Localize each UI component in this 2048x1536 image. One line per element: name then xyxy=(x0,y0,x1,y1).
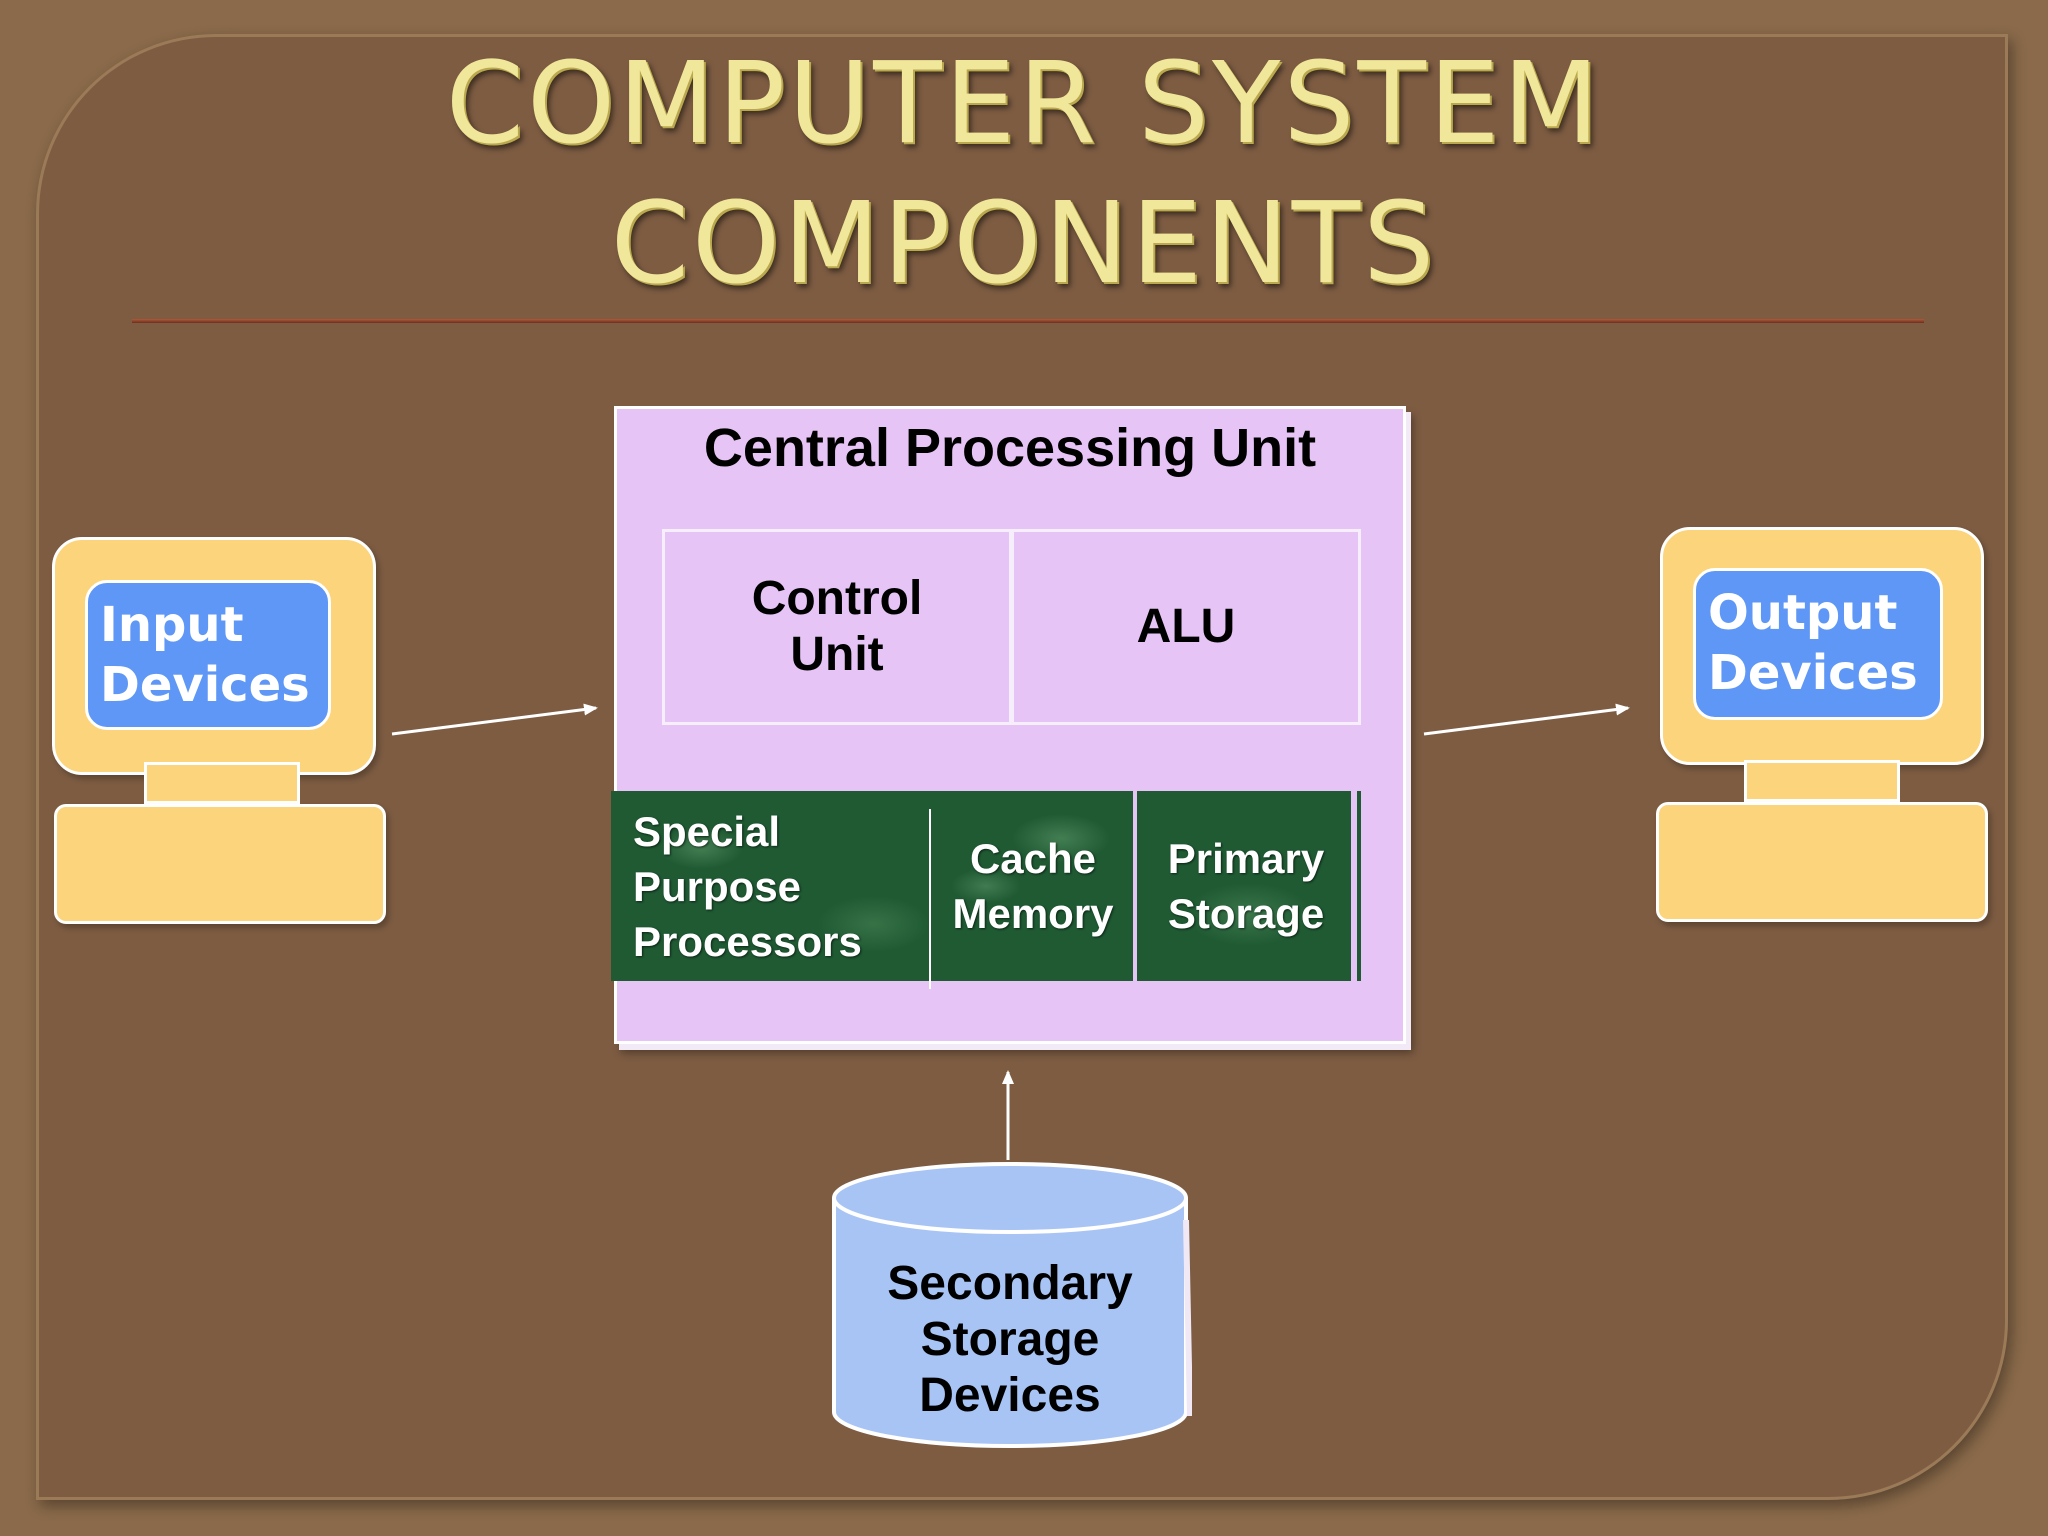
output-computer-stand xyxy=(1744,760,1900,802)
input-devices-label-1: Input xyxy=(100,597,244,653)
secondary-storage-label: Secondary Storage Devices xyxy=(828,1256,1192,1424)
output-devices-label-1: Output xyxy=(1708,585,1898,641)
alu-cell: ALU xyxy=(1011,529,1361,725)
cache-label-1: Cache xyxy=(969,835,1097,882)
cell-divider xyxy=(929,809,931,989)
input-computer-screen: Input Devices xyxy=(85,580,331,730)
control-unit-label-1: Control xyxy=(751,572,923,625)
secondary-storage-cylinder xyxy=(832,1162,1192,1448)
control-unit-cell: Control Unit xyxy=(662,529,1012,725)
alu-label: ALU xyxy=(1136,600,1236,653)
cache-label-2: Memory xyxy=(952,890,1114,937)
secondary-label-3: Devices xyxy=(919,1369,1101,1422)
primary-storage-cell: Primary Storage xyxy=(1137,791,1355,981)
input-computer-monitor: Input Devices xyxy=(52,537,376,775)
special-purpose-processors-cell: Special Purpose Processors xyxy=(611,791,929,981)
control-unit-label-2: Unit xyxy=(790,628,884,681)
primary-label-2: Storage xyxy=(1167,890,1325,937)
title-divider xyxy=(132,319,1924,323)
primary-label-1: Primary xyxy=(1167,835,1325,882)
title-line-2: COMPONENTS xyxy=(610,179,1438,309)
output-computer-monitor: Output Devices xyxy=(1660,527,1984,765)
cell-divider xyxy=(1133,791,1137,981)
cell-divider xyxy=(1351,791,1357,981)
secondary-label-2: Storage xyxy=(920,1313,1100,1366)
input-devices-label-2: Devices xyxy=(100,657,310,713)
slide-title: COMPUTER SYSTEM COMPONENTS xyxy=(0,34,2048,314)
cpu-title: Central Processing Unit xyxy=(703,418,1317,478)
secondary-label-1: Secondary xyxy=(887,1257,1133,1310)
output-devices-label-2: Devices xyxy=(1708,645,1918,701)
spp-label-3: Processors xyxy=(633,917,862,965)
spp-label-1: Special xyxy=(633,807,781,855)
spp-label-2: Purpose xyxy=(633,862,802,910)
input-computer-stand xyxy=(144,762,300,804)
cpu-subcomponents-band: Special Purpose Processors Cache Memory … xyxy=(611,791,1361,989)
input-computer-keyboard xyxy=(54,804,386,924)
output-computer-keyboard xyxy=(1656,802,1988,922)
output-computer-screen: Output Devices xyxy=(1693,568,1943,720)
cache-memory-cell: Cache Memory xyxy=(933,791,1133,981)
title-line-1: COMPUTER SYSTEM xyxy=(445,39,1603,169)
cpu-box: Central Processing Unit Control Unit ALU… xyxy=(611,406,1406,1044)
